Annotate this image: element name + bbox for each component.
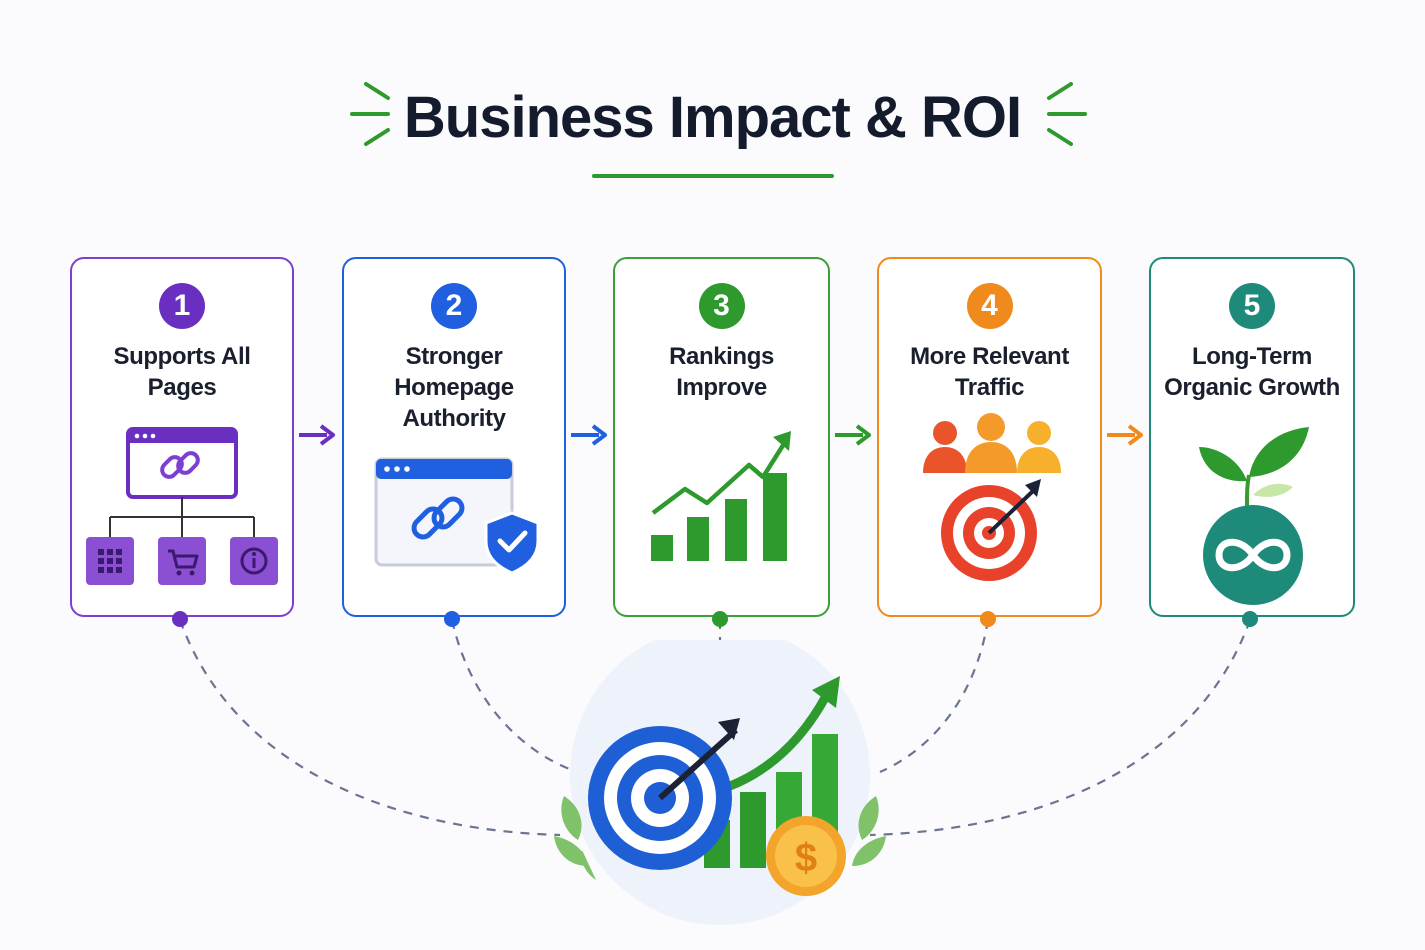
- step-card-1: 1 Supports All Pages: [70, 257, 294, 617]
- step-label: Supports All Pages: [113, 343, 251, 401]
- step-label: Rankings Improve: [669, 343, 774, 401]
- connector-dot: [444, 611, 460, 627]
- step-number-badge: 2: [431, 283, 477, 329]
- title-underline: [592, 174, 834, 178]
- audience-target-icon: [923, 413, 1061, 581]
- step-card-3: 3 Rankings Improve: [613, 257, 830, 617]
- arrow-right-icon: [299, 424, 335, 446]
- step-number-badge: 4: [966, 283, 1013, 329]
- arrow-right-icon: [1107, 424, 1143, 446]
- target-growth-coin-icon: $: [554, 640, 886, 925]
- step-number-badge: 1: [159, 283, 205, 329]
- sprout-infinity-icon: [1199, 427, 1309, 605]
- step-card-4: 4 More Relevant Traffic: [877, 257, 1102, 617]
- step-label: Stronger Homepage Authority: [394, 343, 514, 432]
- step-label: More Relevant Traffic: [910, 343, 1069, 401]
- step-card-2: 2 Stronger Homepage Authority: [342, 257, 566, 617]
- step-card-5: 5 Long-Term Organic Growth: [1149, 257, 1355, 617]
- title-accent-left-icon: [350, 82, 390, 146]
- arrow-right-icon: [835, 424, 871, 446]
- growth-chart-icon: [651, 431, 791, 561]
- step-number-badge: 3: [698, 283, 745, 329]
- step-label: Long-Term Organic Growth: [1164, 343, 1340, 401]
- sitemap-icon: [86, 427, 278, 585]
- connector-dot: [712, 611, 728, 627]
- connector-dot: [172, 611, 188, 627]
- connector-dot: [980, 611, 996, 627]
- page-title: Business Impact & ROI: [403, 85, 1022, 150]
- title-accent-right-icon: [1047, 82, 1087, 146]
- step-number-badge: 5: [1229, 283, 1275, 329]
- connector-dot: [1242, 611, 1258, 627]
- arrow-right-icon: [571, 424, 607, 446]
- link-shield-icon: [374, 457, 540, 575]
- svg-text:$: $: [795, 836, 817, 880]
